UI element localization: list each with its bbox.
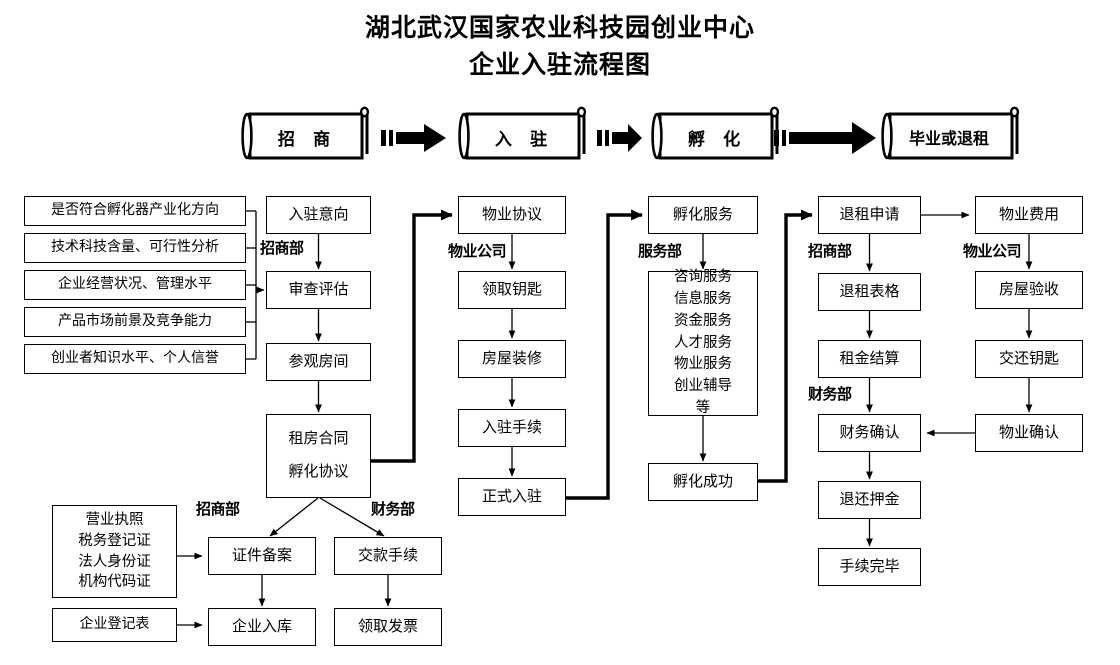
connector-success-to-exit — [758, 209, 813, 483]
node-official-move-in: 正式入驻 — [458, 478, 566, 516]
node-process-complete: 手续完毕 — [818, 548, 921, 586]
node-certificate-filing: 证件备案 — [208, 537, 316, 575]
node-label-line2: 孵化协议 — [288, 464, 349, 480]
node-property-fee: 物业费用 — [975, 196, 1083, 234]
node-rent-settlement: 租金结算 — [818, 340, 921, 378]
stage-arrow-1 — [381, 124, 446, 152]
node-renovation: 房屋装修 — [458, 340, 566, 378]
node-payment-formalities: 交款手续 — [334, 537, 442, 575]
node-label: 企业登记表 — [79, 617, 150, 633]
page-title-line2: 企业入驻流程图 — [468, 52, 651, 79]
criteria-box-2: 技术科技含量、可行性分析 — [24, 233, 246, 263]
page-title-line1: 湖北武汉国家农业科技园创业中心 — [364, 15, 755, 42]
scroll-shape-icon — [651, 106, 780, 160]
node-exit-application: 退租申请 — [818, 196, 921, 234]
node-move-in-formalities: 入驻手续 — [458, 409, 566, 447]
node-property-agreement: 物业协议 — [458, 196, 566, 234]
node-return-keys: 交还钥匙 — [975, 340, 1083, 378]
node-label: 财务确认 — [839, 424, 900, 441]
node-get-invoice: 领取发票 — [334, 608, 442, 646]
node-finance-confirm: 财务确认 — [818, 414, 921, 452]
stage-banner-4-label: 毕业或退租 — [908, 131, 989, 148]
stage-banner-3-label: 孵 化 — [687, 129, 748, 149]
node-entry-intent: 入驻意向 — [266, 196, 371, 234]
node-label: 企业入库 — [231, 618, 292, 635]
node-label: 正式入驻 — [481, 488, 542, 505]
connector-criteria-bracket — [246, 210, 265, 360]
bottom-dept-label-left: 招商部 — [196, 501, 240, 518]
dept-label-investment-top: 招商部 — [260, 240, 304, 257]
stage-banner-4: 毕业或退租 — [878, 106, 1020, 168]
criteria-label: 企业经营状况、管理水平 — [58, 277, 212, 293]
scroll-shape-icon — [458, 106, 587, 160]
node-service-list: 咨询服务 信息服务 资金服务 人才服务 物业服务 创业辅导 等 — [648, 269, 758, 416]
node-label: 参观房间 — [288, 353, 349, 370]
node-label: 退还押金 — [839, 491, 900, 508]
node-label: 交还钥匙 — [998, 350, 1059, 367]
node-label: 物业协议 — [481, 206, 542, 223]
node-label: 孵化服务 — [672, 206, 733, 223]
stage-banner-1-label: 招 商 — [277, 129, 338, 149]
scroll-shape-icon — [241, 106, 370, 160]
criteria-box-3: 企业经营状况、管理水平 — [24, 270, 246, 300]
node-visit-room: 参观房间 — [266, 343, 371, 381]
node-label: 入驻意向 — [288, 206, 349, 223]
stage-banner-1: 招 商 — [238, 106, 370, 168]
scroll-shape-icon — [881, 106, 1020, 160]
dept-label-service: 服务部 — [638, 243, 682, 260]
node-label-line1: 租房合同 — [288, 431, 349, 448]
node-label: 房屋装修 — [481, 350, 542, 367]
dept-label-property-2: 物业公司 — [963, 243, 1022, 260]
node-label: 入驻手续 — [481, 419, 542, 436]
bottom-dept-label-right: 财务部 — [371, 501, 415, 518]
node-required-certificates: 营业执照 税务登记证 法人身份证 机构代码证 — [52, 505, 177, 598]
node-deposit-refund: 退还押金 — [818, 481, 921, 519]
service-list-text: 咨询服务 信息服务 资金服务 人才服务 物业服务 创业辅导 等 — [674, 269, 732, 416]
node-property-confirm: 物业确认 — [975, 414, 1083, 452]
criteria-label: 产品市场前景及竞争能力 — [58, 314, 212, 330]
stage-banner-3: 孵 化 — [648, 106, 780, 168]
node-label: 手续完毕 — [839, 558, 900, 575]
connector-contract-to-filing — [269, 497, 319, 537]
node-label: 房屋验收 — [998, 281, 1059, 298]
stage-arrow-3 — [774, 122, 876, 154]
node-label: 孵化成功 — [672, 473, 733, 490]
node-label: 领取发票 — [357, 618, 418, 635]
dept-label-investment-exit: 招商部 — [808, 243, 852, 260]
dept-label-finance-exit: 财务部 — [808, 386, 852, 403]
criteria-label: 创业者知识水平、个人信誉 — [51, 351, 219, 367]
stage-banner-2: 入 驻 — [455, 106, 587, 168]
node-get-keys: 领取钥匙 — [458, 271, 566, 309]
node-incubation-service: 孵化服务 — [648, 196, 758, 234]
node-label: 物业确认 — [998, 424, 1059, 441]
connector-movein-to-incubation — [566, 209, 643, 500]
node-label: 审查评估 — [288, 281, 349, 298]
criteria-label: 技术科技含量、可行性分析 — [51, 240, 219, 256]
node-exit-form: 退租表格 — [818, 273, 921, 311]
node-label: 交款手续 — [357, 547, 418, 564]
node-label: 租金结算 — [839, 350, 900, 367]
node-review-assessment: 审查评估 — [266, 271, 371, 309]
criteria-box-5: 创业者知识水平、个人信誉 — [24, 344, 246, 374]
stage-arrow-2 — [597, 124, 642, 152]
criteria-box-4: 产品市场前景及竞争能力 — [24, 307, 246, 337]
node-label: 领取钥匙 — [481, 281, 542, 298]
node-label: 物业费用 — [998, 206, 1059, 223]
criteria-label: 是否符合孵化器产业化方向 — [51, 203, 219, 219]
stage-banner-2-label: 入 驻 — [494, 129, 555, 149]
certificates-text: 营业执照 税务登记证 法人身份证 机构代码证 — [78, 512, 151, 591]
node-incubation-success: 孵化成功 — [648, 463, 758, 501]
node-lease-contract: 租房合同 孵化协议 — [266, 414, 371, 498]
node-label: 退租申请 — [839, 206, 900, 223]
connector-contract-to-property-agreement — [371, 209, 453, 463]
node-enterprise-database: 企业入库 — [208, 608, 316, 646]
criteria-box-1: 是否符合孵化器产业化方向 — [24, 196, 246, 226]
node-registration-form: 企业登记表 — [52, 608, 177, 642]
dept-label-property-1: 物业公司 — [448, 243, 507, 260]
node-label: 证件备案 — [231, 547, 292, 564]
node-house-inspection: 房屋验收 — [975, 271, 1083, 309]
node-label: 退租表格 — [839, 283, 900, 300]
